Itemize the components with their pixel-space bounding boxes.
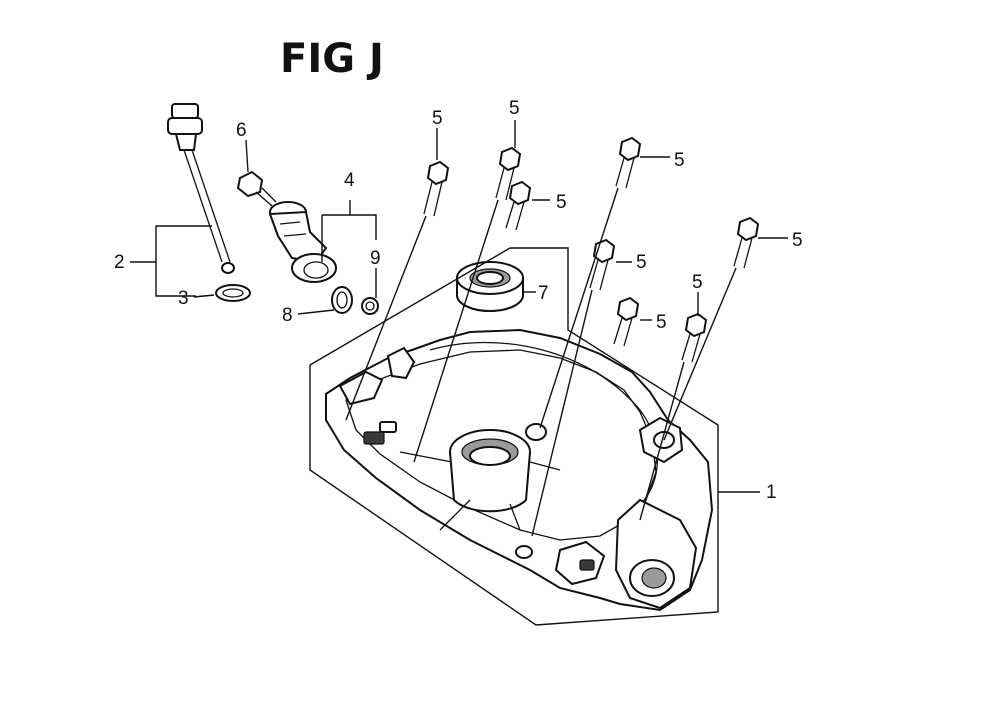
callout-9: 9: [370, 248, 381, 269]
bearing-7: [456, 261, 524, 312]
callout-5b: 5: [509, 98, 520, 119]
o-ring-3: [215, 284, 251, 302]
callout-3: 3: [178, 288, 189, 309]
washer-9: [361, 297, 379, 315]
figure-title: FIG J: [280, 36, 384, 82]
callout-8: 8: [282, 305, 293, 326]
bolt-5-b: [495, 146, 522, 201]
bolt-5-f: [613, 296, 640, 347]
leader-lines: [130, 120, 788, 537]
callout-4: 4: [344, 170, 355, 191]
assembly-frame: [309, 247, 719, 626]
bolt-5-a: [423, 160, 450, 217]
callout-6: 6: [236, 120, 247, 141]
crankcase-cover: [325, 328, 714, 612]
dipstick: [167, 103, 235, 274]
bolt-5-g: [733, 216, 760, 269]
callout-5h: 5: [692, 272, 703, 293]
bolt-6: [236, 170, 277, 207]
bolt-5-h: [681, 312, 708, 363]
callout-1: 1: [766, 482, 777, 503]
oil-filler-neck: [268, 201, 337, 283]
callout-5a: 5: [432, 108, 443, 129]
bolt-5-d: [615, 136, 642, 189]
bolt-5-c: [505, 180, 532, 231]
callout-5d: 5: [674, 150, 685, 171]
o-ring-8: [331, 286, 353, 314]
callout-5g: 5: [792, 230, 803, 251]
callout-5e: 5: [636, 252, 647, 273]
callout-7: 7: [538, 283, 549, 304]
callouts: 1 2 3 4 5 5 5 5 5 5 5 5 6 7 8 9: [114, 98, 803, 503]
callout-5f: 5: [656, 312, 667, 333]
callout-5c: 5: [556, 192, 567, 213]
callout-2: 2: [114, 252, 125, 273]
